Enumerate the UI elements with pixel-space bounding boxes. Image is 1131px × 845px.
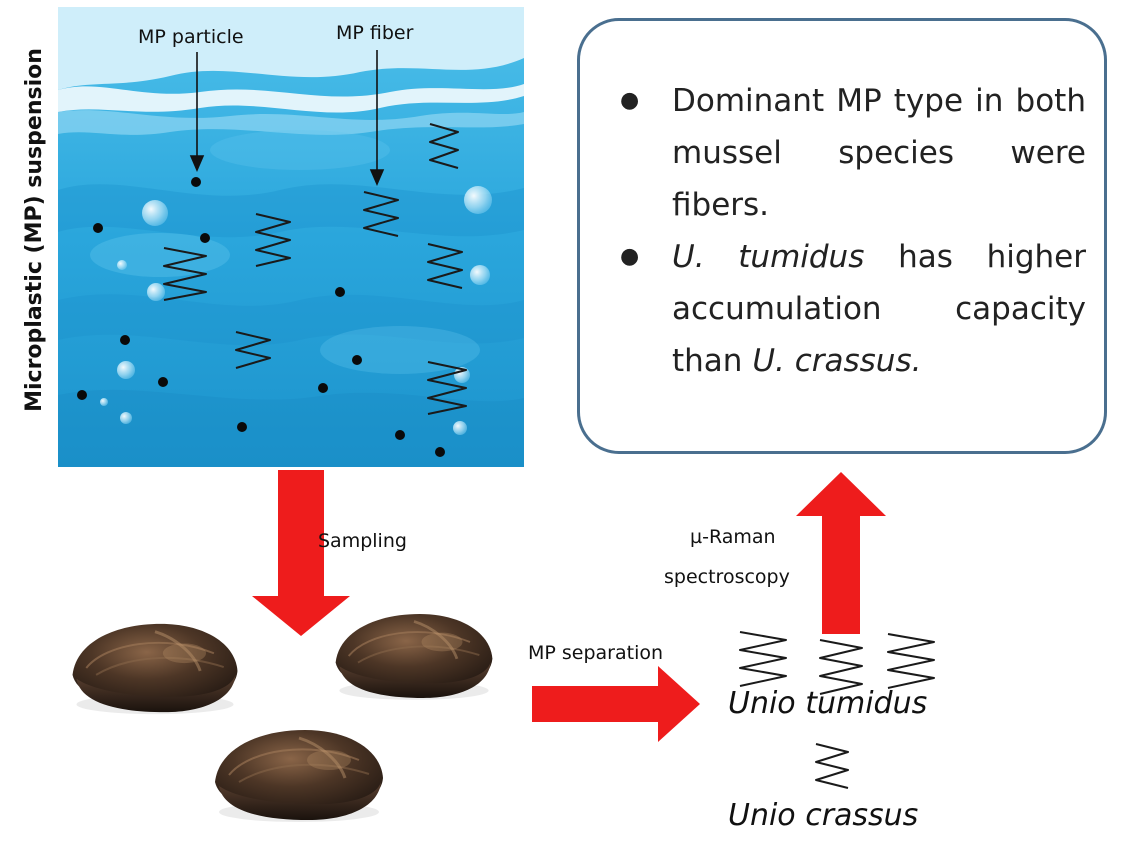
label-pointers xyxy=(189,50,385,187)
bubbles xyxy=(100,186,492,435)
finding-text: has higher accumulation capacity than xyxy=(672,239,1086,379)
separation-label: MP separation xyxy=(528,642,664,664)
arrow-separation xyxy=(532,666,700,742)
arrow-raman xyxy=(796,472,886,634)
raman-label-line1: µ-Raman xyxy=(690,526,776,548)
arrow-sampling xyxy=(252,470,350,636)
mp-fibers xyxy=(163,123,467,415)
species-tumidus: Unio tumidus xyxy=(728,686,928,721)
mussels xyxy=(71,612,494,824)
raman-label-line2: spectroscopy xyxy=(664,566,790,588)
species-name: U. tumidus xyxy=(672,239,865,275)
findings-box: ● Dominant MP type in both mussel specie… xyxy=(577,18,1107,454)
mp-fiber-label: MP fiber xyxy=(336,22,414,44)
species-crassus: Unio crassus xyxy=(728,798,919,833)
finding-item: ● Dominant MP type in both mussel specie… xyxy=(620,75,1086,231)
water-panel xyxy=(58,7,524,467)
bullet-icon: ● xyxy=(620,244,640,269)
mp-particle-label: MP particle xyxy=(138,26,244,48)
suspension-label: Microplastic (MP) suspension xyxy=(22,48,47,412)
findings-list: ● Dominant MP type in both mussel specie… xyxy=(620,75,1086,387)
finding-item: ● U. tumidus has higher accumulation cap… xyxy=(620,231,1086,387)
extracted-fibers xyxy=(739,631,935,789)
bullet-icon: ● xyxy=(620,88,640,113)
mp-particles xyxy=(77,177,445,457)
finding-text: Dominant MP type in both mussel species … xyxy=(672,83,1086,223)
sampling-label: Sampling xyxy=(318,530,407,552)
species-name: U. crassus. xyxy=(752,343,922,379)
